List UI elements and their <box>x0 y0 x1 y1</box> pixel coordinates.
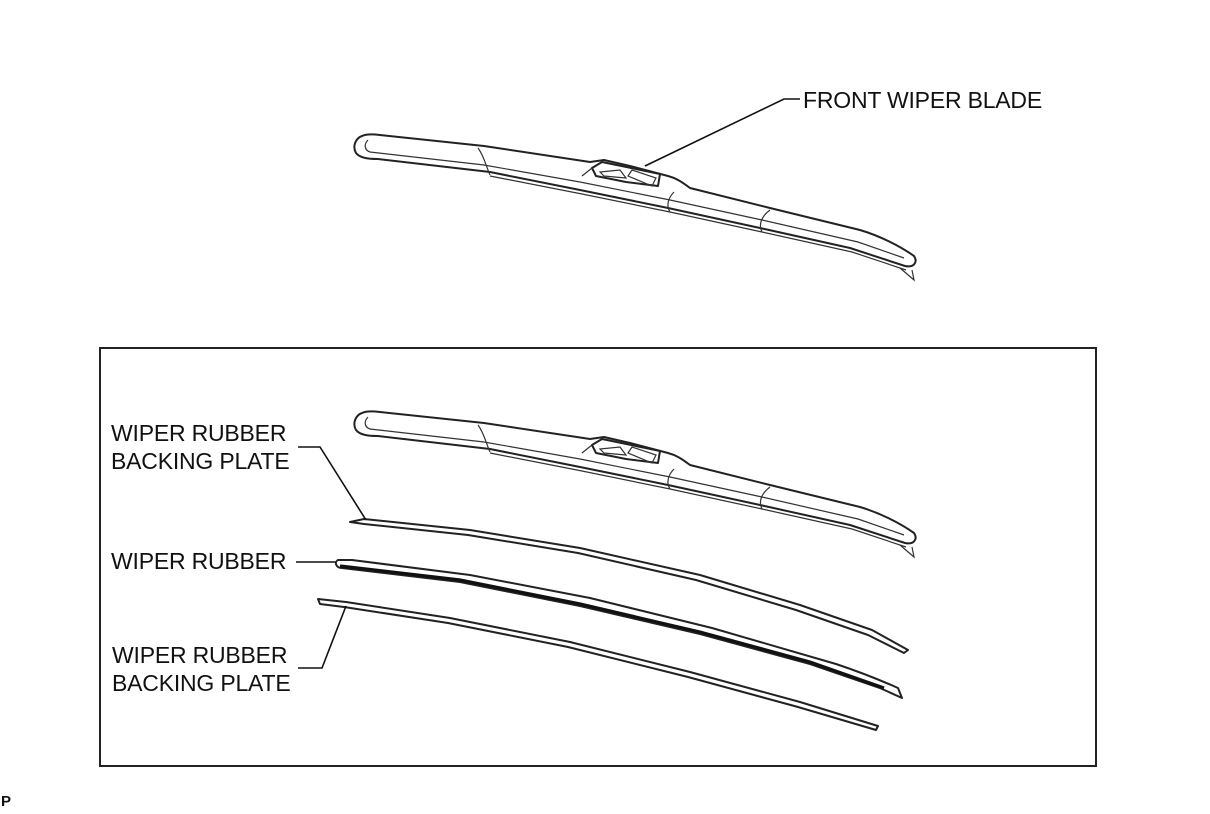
lower-backing-plate-label-line1: WIPER RUBBER <box>112 642 288 668</box>
corner-mark: P <box>1 793 12 810</box>
upper-backing-plate-label-line1: WIPER RUBBER <box>111 420 287 446</box>
front-wiper-blade-label: FRONT WIPER BLADE <box>803 87 1042 113</box>
exploded-view-frame <box>99 347 1097 767</box>
lower-backing-plate-drawing <box>317 598 879 731</box>
upper-backing-plate-leader <box>298 446 367 521</box>
wiper-rubber-label: WIPER RUBBER <box>111 548 287 574</box>
wiper-blade-body-drawing <box>353 410 917 558</box>
upper-backing-plate-label-line2: BACKING PLATE <box>111 448 290 474</box>
front-wiper-blade-drawing <box>353 133 917 281</box>
front-wiper-blade-leader <box>644 98 800 167</box>
lower-backing-plate-label-line2: BACKING PLATE <box>112 670 291 696</box>
wiper-rubber-drawing <box>334 559 903 699</box>
lower-backing-plate-leader <box>298 605 347 669</box>
upper-backing-plate-drawing <box>349 518 909 654</box>
